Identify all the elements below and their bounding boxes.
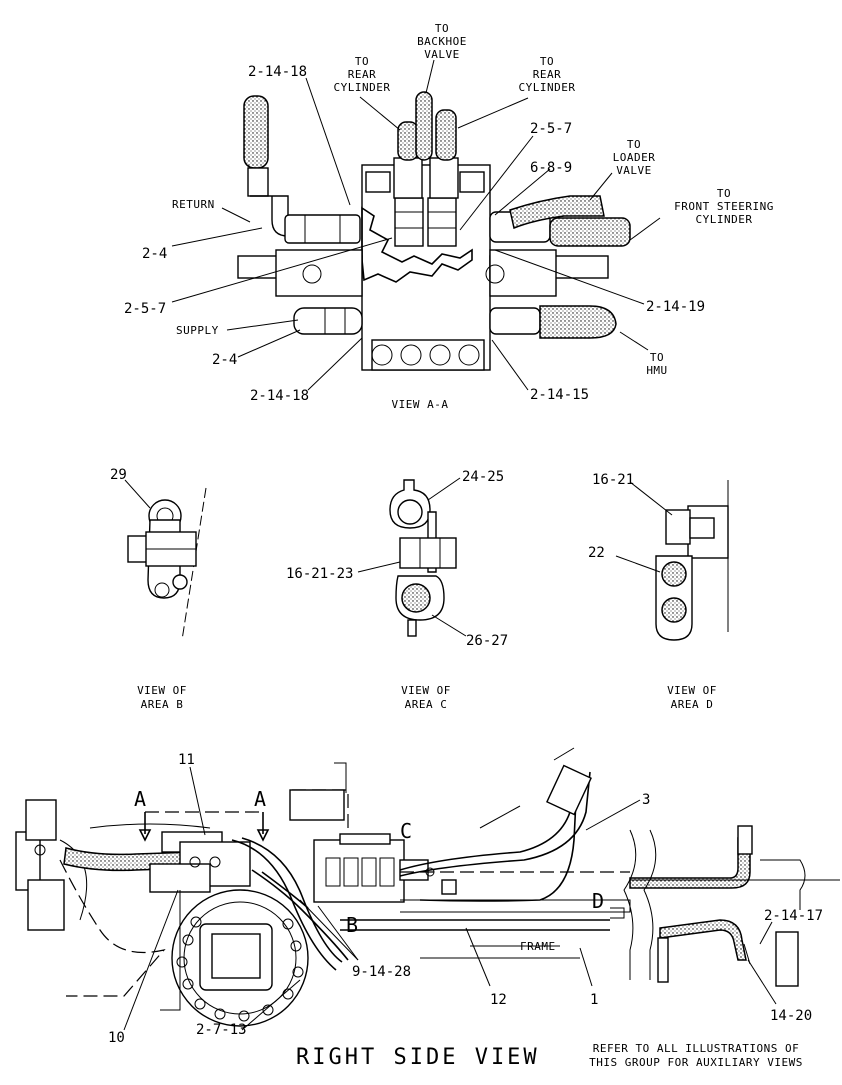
callout-2-14-18-bottom: 2-14-18 <box>250 388 309 404</box>
area-c-title-line1: VIEW OF <box>401 684 451 697</box>
svg-text:FRONT STEERING: FRONT STEERING <box>674 200 774 213</box>
svg-text:TO: TO <box>717 187 731 200</box>
area-b-title-line2: AREA B <box>141 698 184 711</box>
area-c-callout-16-21-23: 16-21-23 <box>286 566 353 582</box>
area-d-callout-16-21: 16-21 <box>592 472 634 488</box>
view-aa <box>171 59 661 391</box>
to-loader-valve-label: TO LOADER VALVE <box>613 138 656 177</box>
callout-12: 12 <box>490 992 507 1008</box>
auxiliary-views-note-line2: THIS GROUP FOR AUXILIARY VIEWS <box>589 1056 803 1069</box>
callout-2-14-19: 2-14-19 <box>646 299 705 315</box>
callout-2-14-18-top: 2-14-18 <box>248 64 307 80</box>
callout-3: 3 <box>642 792 650 808</box>
right-side-view-drawing <box>15 747 840 1027</box>
to-rear-cylinder-left-label: TO REAR CYLINDER <box>334 55 391 94</box>
supply-label: SUPPLY <box>176 324 219 337</box>
svg-text:CYLINDER: CYLINDER <box>519 81 576 94</box>
callout-2-14-15: 2-14-15 <box>530 387 589 403</box>
svg-text:BACKHOE: BACKHOE <box>417 35 467 48</box>
callout-11: 11 <box>178 752 195 768</box>
svg-text:CYLINDER: CYLINDER <box>696 213 753 226</box>
auxiliary-views-note-line1: REFER TO ALL ILLUSTRATIONS OF <box>593 1042 800 1055</box>
svg-text:VALVE: VALVE <box>424 48 460 61</box>
area-b-marker: B <box>346 913 358 937</box>
svg-text:CYLINDER: CYLINDER <box>334 81 391 94</box>
callout-2-5-7-right: 2-5-7 <box>530 121 572 137</box>
svg-text:VALVE: VALVE <box>616 164 652 177</box>
area-b-callout-29: 29 <box>110 467 127 483</box>
callout-1: 1 <box>590 992 598 1008</box>
callout-9-14-28: 9-14-28 <box>352 964 411 980</box>
callout-2-14-17: 2-14-17 <box>764 908 823 924</box>
svg-text:TO: TO <box>627 138 641 151</box>
right-side-view-title: RIGHT SIDE VIEW <box>296 1045 540 1070</box>
svg-text:HMU: HMU <box>646 364 667 377</box>
area-d-title-line2: AREA D <box>671 698 714 711</box>
area-c-detail <box>357 477 467 637</box>
callout-10: 10 <box>108 1030 125 1046</box>
svg-text:REAR: REAR <box>533 68 562 81</box>
frame-label: FRAME <box>520 940 556 953</box>
area-b-detail <box>124 479 207 641</box>
area-c-marker: C <box>400 819 412 843</box>
svg-text:TO: TO <box>355 55 369 68</box>
callout-2-4-lower: 2-4 <box>212 352 237 368</box>
to-rear-cylinder-right-label: TO REAR CYLINDER <box>519 55 576 94</box>
return-label: RETURN <box>172 198 215 211</box>
callout-14-20: 14-20 <box>770 1008 812 1024</box>
area-b-title-line1: VIEW OF <box>137 684 187 697</box>
section-a-right-marker: A <box>254 787 266 811</box>
to-backhoe-valve-label: TO BACKHOE VALVE <box>417 22 467 61</box>
to-front-steering-cylinder-label: TO FRONT STEERING CYLINDER <box>674 187 774 226</box>
to-hmu-label: TO HMU <box>646 351 667 377</box>
svg-text:REAR: REAR <box>348 68 377 81</box>
area-c-callout-24-25: 24-25 <box>462 469 504 485</box>
area-d-marker: D <box>592 889 604 913</box>
callout-2-5-7-left: 2-5-7 <box>124 301 166 317</box>
svg-text:LOADER: LOADER <box>613 151 656 164</box>
callout-6-8-9: 6-8-9 <box>530 160 572 176</box>
callout-2-4-upper: 2-4 <box>142 246 167 262</box>
area-c-title-line2: AREA C <box>405 698 448 711</box>
view-aa-title: VIEW A-A <box>392 398 449 411</box>
callout-2-7-13: 2-7-13 <box>196 1022 247 1038</box>
svg-text:TO: TO <box>540 55 554 68</box>
svg-text:TO: TO <box>435 22 449 35</box>
area-d-callout-22: 22 <box>588 545 605 561</box>
svg-text:TO: TO <box>650 351 664 364</box>
valve-manifold-body <box>361 164 491 371</box>
section-a-left-marker: A <box>134 787 146 811</box>
area-d-title-line1: VIEW OF <box>667 684 717 697</box>
area-d-detail <box>615 480 729 641</box>
area-c-callout-26-27: 26-27 <box>466 633 508 649</box>
